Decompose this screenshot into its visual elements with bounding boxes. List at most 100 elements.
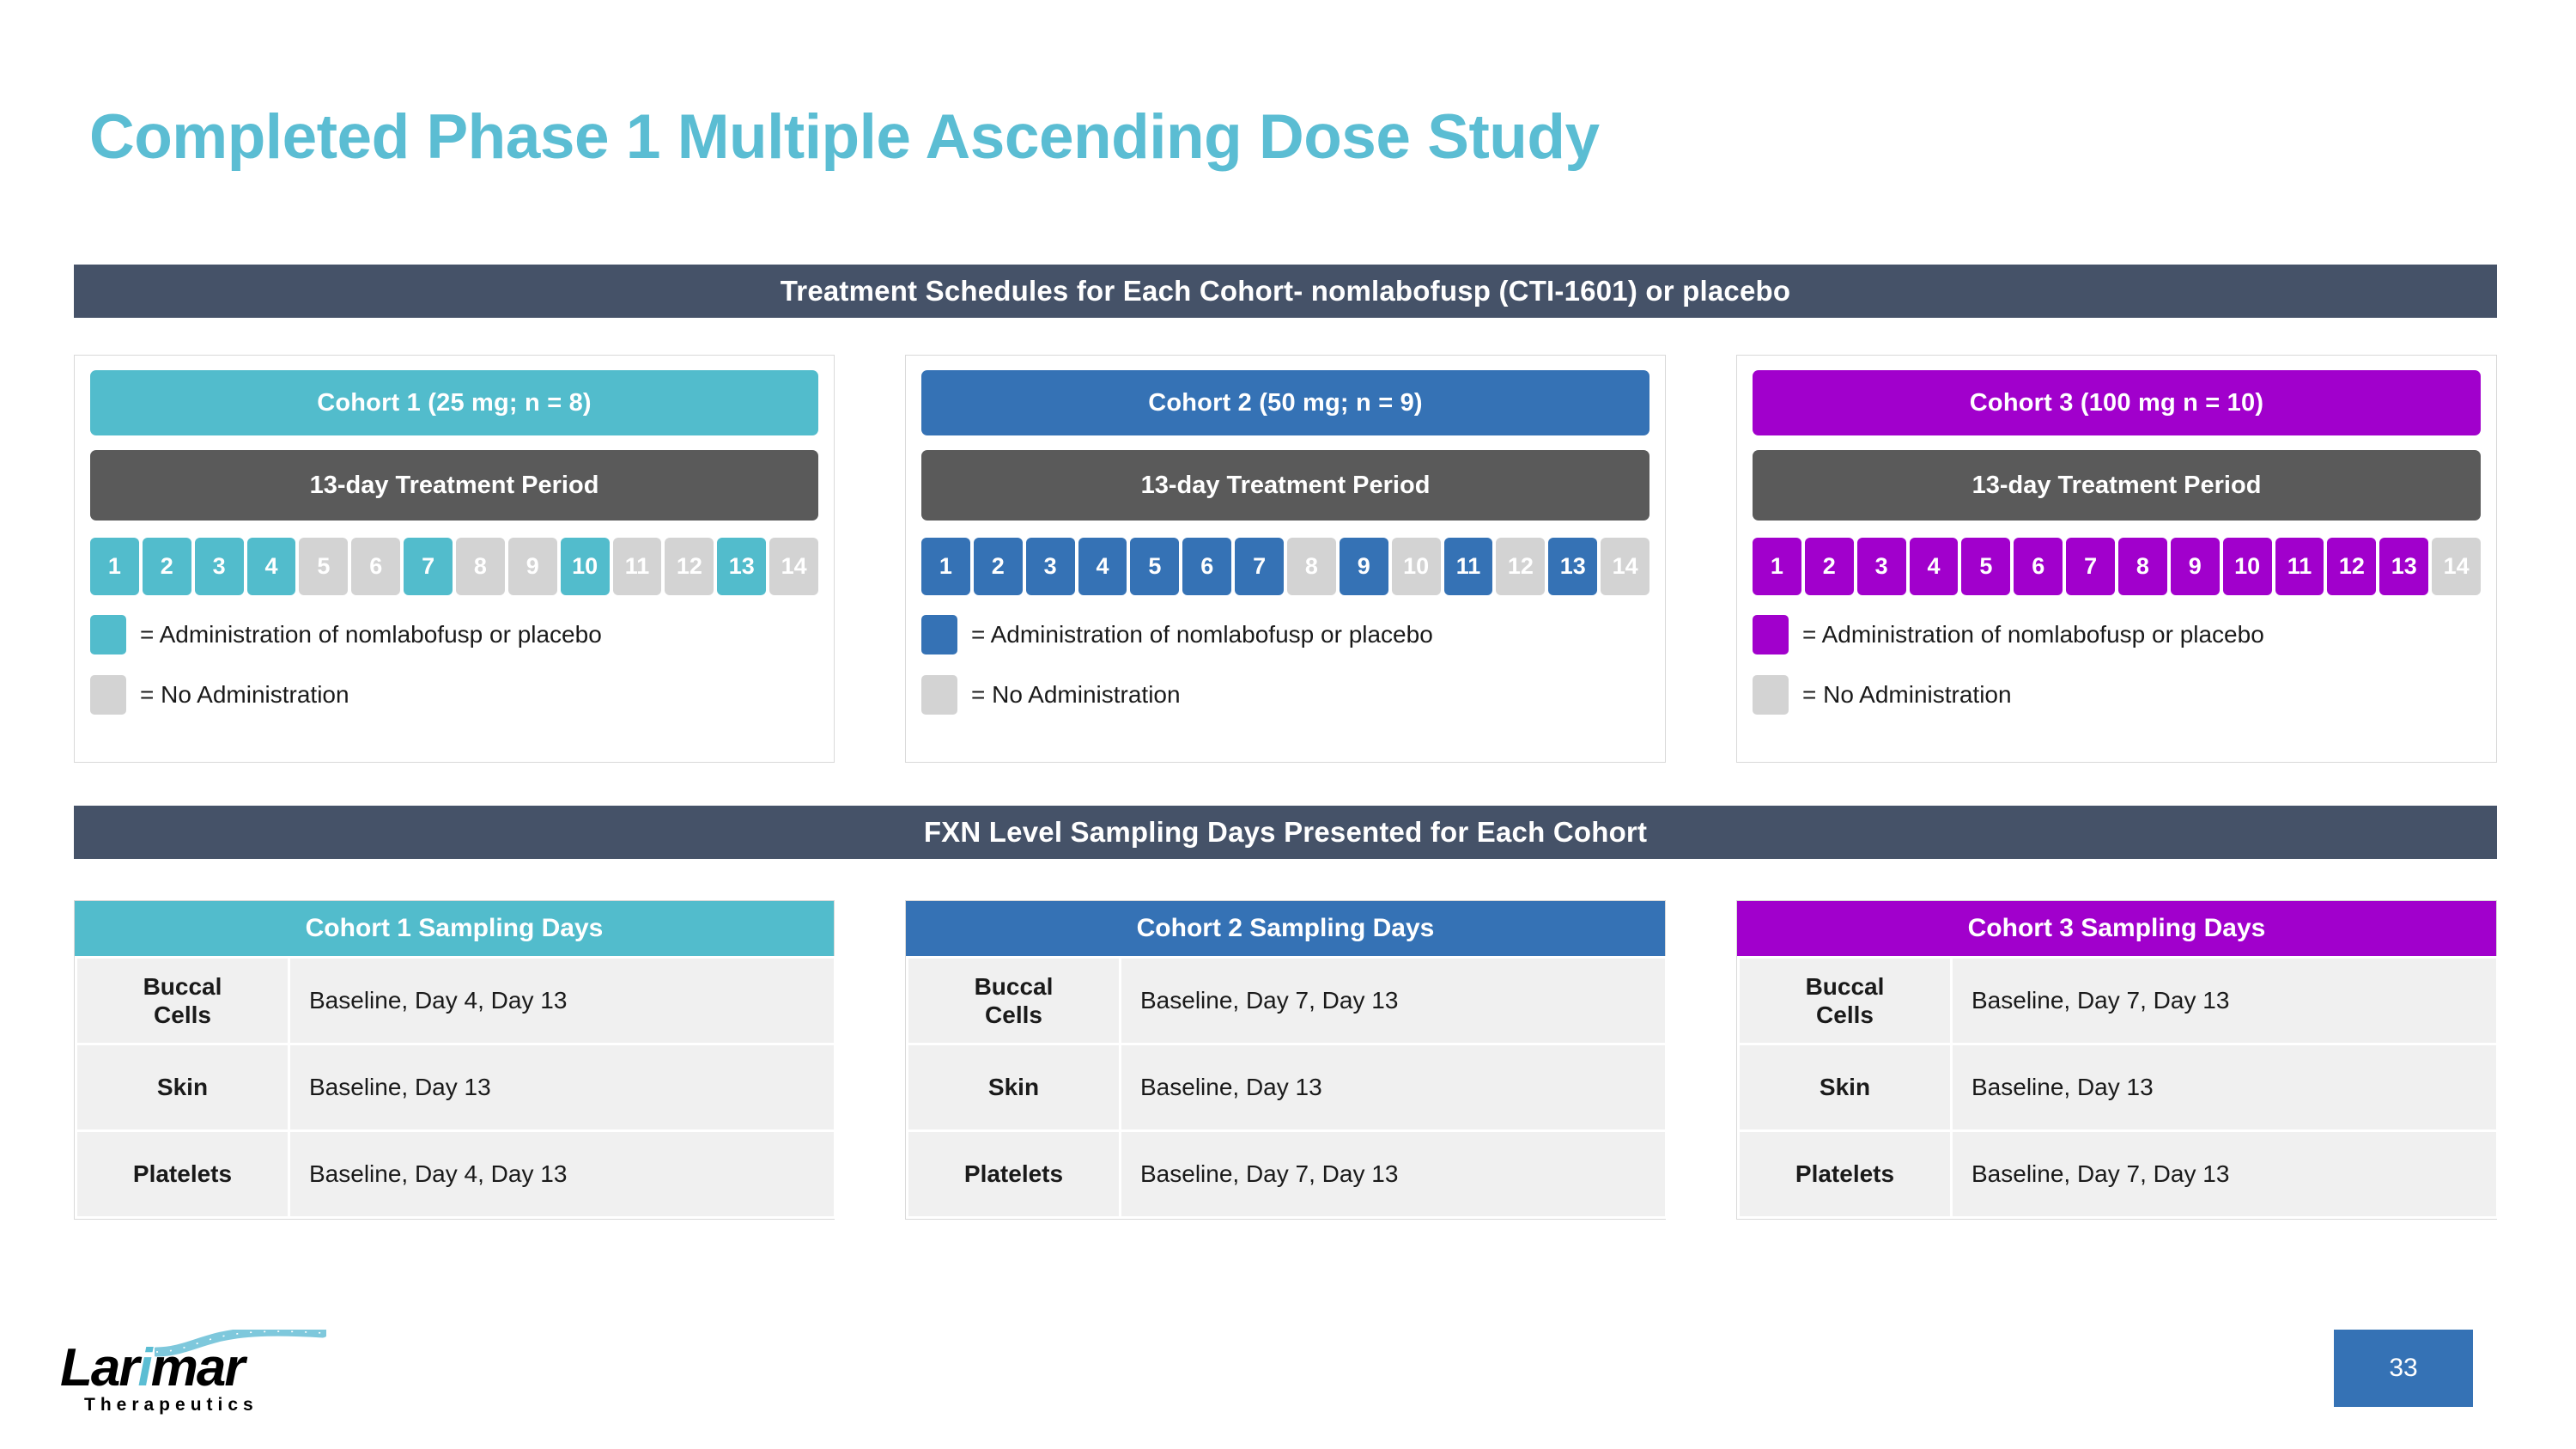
day-box-10[interactable]: 10 (560, 538, 610, 595)
sampling-days-value: Baseline, Day 7, Day 13 (1119, 1129, 1668, 1219)
page-title: Completed Phase 1 Multiple Ascending Dos… (89, 102, 1600, 172)
logo-subtitle: Therapeutics (84, 1395, 258, 1415)
day-box-8[interactable]: 8 (1287, 538, 1336, 595)
day-box-4[interactable]: 4 (1909, 538, 1959, 595)
cohort-header-1: Cohort 1 (25 mg; n = 8) (90, 370, 818, 435)
day-box-14[interactable]: 14 (2432, 538, 2482, 595)
day-box-12[interactable]: 12 (665, 538, 714, 595)
legend-swatch-no-administration (90, 675, 126, 715)
day-box-11[interactable]: 11 (1443, 538, 1493, 595)
day-box-9[interactable]: 9 (507, 538, 557, 595)
day-box-1[interactable]: 1 (1753, 538, 1801, 595)
day-box-4[interactable]: 4 (1078, 538, 1127, 595)
table-row: Platelets Baseline, Day 7, Day 13 (906, 1129, 1668, 1219)
sampling-days-value: Baseline, Day 4, Day 13 (288, 1129, 836, 1219)
section-banner-fxn-sampling: FXN Level Sampling Days Presented for Ea… (74, 806, 2497, 859)
legend-label-no-administration: = No Administration (140, 681, 349, 708)
cohort-schedule-panels: Cohort 1 (25 mg; n = 8) 13-day Treatment … (74, 355, 2497, 763)
cohort-header-2: Cohort 2 (50 mg; n = 9) (921, 370, 1649, 435)
day-box-12[interactable]: 12 (2327, 538, 2377, 595)
day-box-1[interactable]: 1 (921, 538, 970, 595)
day-box-12[interactable]: 12 (1496, 538, 1546, 595)
day-box-11[interactable]: 11 (2275, 538, 2324, 595)
sampling-days-value: Baseline, Day 13 (1119, 1043, 1668, 1132)
day-box-3[interactable]: 3 (194, 538, 244, 595)
legend-label-administration: = Administration of nomlabofusp or place… (971, 621, 1433, 648)
day-box-8[interactable]: 8 (456, 538, 505, 595)
day-box-9[interactable]: 9 (2170, 538, 2220, 595)
legend-label-no-administration: = No Administration (1802, 681, 2012, 708)
day-box-8[interactable]: 8 (2118, 538, 2167, 595)
day-box-10[interactable]: 10 (1391, 538, 1441, 595)
day-box-11[interactable]: 11 (612, 538, 662, 595)
legend-row-no-administration: = No Administration (90, 674, 818, 715)
sample-type-label: Skin (1737, 1043, 1953, 1132)
day-box-2[interactable]: 2 (1804, 538, 1854, 595)
treatment-period-bar-3: 13-day Treatment Period (1753, 450, 2481, 521)
day-box-3[interactable]: 3 (1856, 538, 1906, 595)
legend-label-administration: = Administration of nomlabofusp or place… (1802, 621, 2264, 648)
sample-type-label: Platelets (1737, 1129, 1953, 1219)
day-box-7[interactable]: 7 (404, 538, 453, 595)
day-box-9[interactable]: 9 (1339, 538, 1388, 595)
day-box-2[interactable]: 2 (142, 538, 191, 595)
sample-type-line-1: Platelets (963, 1160, 1064, 1188)
legend-swatch-no-administration (921, 675, 957, 715)
legend-label-administration: = Administration of nomlabofusp or place… (140, 621, 602, 648)
day-box-10[interactable]: 10 (2222, 538, 2272, 595)
sampling-days-value: Baseline, Day 13 (1950, 1043, 2499, 1132)
day-box-2[interactable]: 2 (973, 538, 1023, 595)
sampling-days-value: Baseline, Day 7, Day 13 (1119, 956, 1668, 1045)
day-box-13[interactable]: 13 (1548, 538, 1598, 595)
day-box-6[interactable]: 6 (1182, 538, 1232, 595)
sampling-days-value: Baseline, Day 7, Day 13 (1950, 956, 2499, 1045)
sample-type-line-1: Platelets (132, 1160, 233, 1188)
sampling-table-header-2: Cohort 2 Sampling Days (906, 901, 1665, 956)
logo-text-i: i (137, 1338, 152, 1397)
day-box-14[interactable]: 14 (769, 538, 819, 595)
legend-row-no-administration: = No Administration (921, 674, 1649, 715)
day-box-5[interactable]: 5 (299, 538, 349, 595)
day-box-1[interactable]: 1 (90, 538, 139, 595)
cohort-panel-3: Cohort 3 (100 mg n = 10)13-day Treatment… (1736, 355, 2497, 763)
sampling-days-value: Baseline, Day 4, Day 13 (288, 956, 836, 1045)
day-box-3[interactable]: 3 (1025, 538, 1075, 595)
day-box-13[interactable]: 13 (717, 538, 767, 595)
day-box-6[interactable]: 6 (351, 538, 401, 595)
cohort-panel-1: Cohort 1 (25 mg; n = 8)13-day Treatment … (74, 355, 835, 763)
day-box-7[interactable]: 7 (1235, 538, 1285, 595)
day-box-4[interactable]: 4 (246, 538, 296, 595)
sample-type-line-2: Cells (1816, 1002, 1874, 1028)
legend-row-no-administration: = No Administration (1753, 674, 2481, 715)
day-box-7[interactable]: 7 (2066, 538, 2116, 595)
day-box-5[interactable]: 5 (1961, 538, 2011, 595)
sample-type-line-1: Skin (1819, 1074, 1871, 1101)
legend-row-administration: = Administration of nomlabofusp or place… (1753, 614, 2481, 655)
sample-type-line-1: Buccal (143, 972, 222, 1000)
day-box-5[interactable]: 5 (1130, 538, 1180, 595)
day-box-14[interactable]: 14 (1601, 538, 1650, 595)
sample-type-line-1: Platelets (1795, 1160, 1895, 1188)
day-box-6[interactable]: 6 (2014, 538, 2063, 595)
table-row: Platelets Baseline, Day 4, Day 13 (75, 1129, 836, 1219)
day-box-13[interactable]: 13 (2379, 538, 2429, 595)
legend-swatch-administration (90, 615, 126, 654)
sampling-days-value: Baseline, Day 7, Day 13 (1950, 1129, 2499, 1219)
legend-3: = Administration of nomlabofusp or place… (1753, 614, 2481, 715)
treatment-period-bar-2: 13-day Treatment Period (921, 450, 1649, 521)
table-row: Platelets Baseline, Day 7, Day 13 (1737, 1129, 2499, 1219)
logo-text-lar: Lar (60, 1338, 139, 1397)
